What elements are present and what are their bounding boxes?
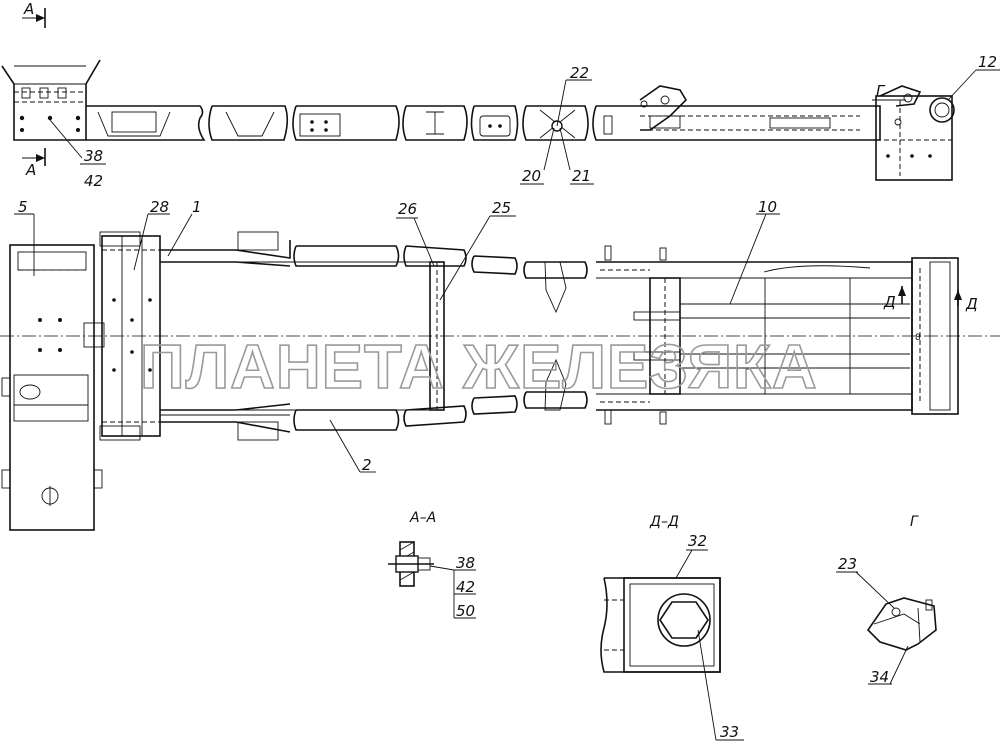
- view-g: Г 23 34: [836, 514, 937, 686]
- callout-34: 34: [870, 668, 889, 686]
- callout-22: 22: [570, 64, 589, 82]
- section-d-marker-left: Д: [883, 293, 896, 311]
- callout-10: 10: [758, 198, 777, 216]
- callout-38-top: 38: [84, 147, 103, 165]
- callout-33: 33: [720, 723, 739, 741]
- callout-20: 20: [522, 167, 541, 185]
- callout-32: 32: [688, 532, 707, 550]
- callout-23: 23: [838, 555, 857, 573]
- callout-42-aa: 42: [456, 578, 475, 596]
- section-aa-title: А–А: [409, 510, 436, 526]
- callout-50-aa: 50: [456, 602, 475, 620]
- section-aa-view: А–А 38 42 50: [388, 510, 476, 620]
- side-elevation-view: А А: [1, 0, 1000, 190]
- view-g-title: Г: [910, 514, 919, 530]
- callout-42-top: 42: [84, 172, 103, 190]
- callout-1: 1: [192, 198, 202, 216]
- section-d-marker-right: Д: [965, 295, 978, 313]
- callout-28: 28: [150, 198, 169, 216]
- svg-text:8: 8: [915, 333, 921, 343]
- callout-26: 26: [398, 200, 417, 218]
- section-dd-title: Д–Д: [649, 514, 679, 530]
- watermark-text: ПЛАНЕТА ЖЕЛЕЗЯКА: [140, 333, 818, 402]
- callout-5: 5: [18, 198, 28, 216]
- section-g-marker: Г: [876, 82, 886, 100]
- plan-view: 8 Д Д 5 28 1 26 25 10 2 ПЛАНЕТА: [0, 198, 1000, 531]
- section-dd-view: Д–Д 32 33: [600, 514, 744, 741]
- callout-25: 25: [492, 199, 511, 217]
- callout-38-aa: 38: [456, 554, 475, 572]
- callout-12: 12: [978, 53, 997, 71]
- section-a-marker-bottom: А: [25, 161, 36, 179]
- section-a-marker-top: А: [23, 0, 34, 18]
- callout-21: 21: [572, 167, 591, 185]
- callout-2: 2: [362, 456, 372, 474]
